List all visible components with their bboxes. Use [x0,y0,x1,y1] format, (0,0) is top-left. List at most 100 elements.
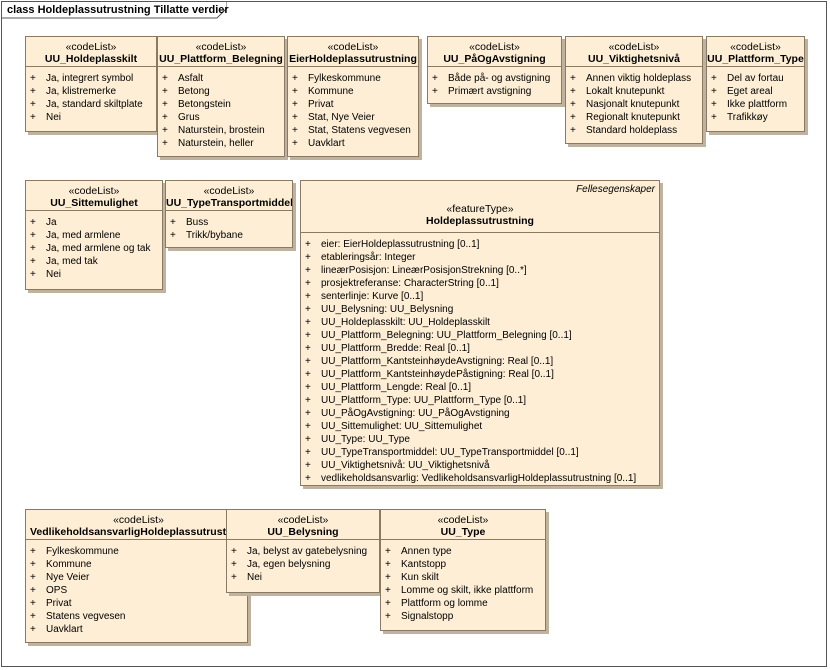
public-visibility-icon: + [30,73,36,84]
codelist-uu-holdeplasskilt[interactable]: «codeList» UU_Holdeplasskilt +Ja, integr… [25,36,157,132]
codelist-uu-paaogavstigning[interactable]: «codeList» UU_PåOgAvstigning +Både på- o… [427,36,562,104]
class-header: «codeList» EierHoldeplassutrustning [288,37,418,67]
public-visibility-icon: + [305,382,311,393]
codelist-values: +Ja, integrert symbol+Ja, klistremerke+J… [26,67,156,124]
value-text: Ja, med armlene og tak [46,243,151,254]
value-text: Annen viktig holdeplass [586,73,692,84]
value-text: Asfalt [178,73,204,84]
class-name: UU_Type [440,526,486,538]
codelist-values: +Annen viktig holdeplass+Lokalt knutepun… [566,67,702,137]
codelist-value: +Betongstein [158,98,284,111]
codelist-value: +Plattform og lomme [381,597,545,610]
attribute-text: UU_Type: UU_Type [321,434,410,445]
value-text: Privat [308,99,334,110]
codelist-value: +Standard holdeplass [566,124,702,137]
attribute-list: + eier: EierHoldeplassutrustning [0..1] + e… [301,233,659,485]
codelist-value: +Stat, Statens vegvesen [288,124,418,137]
codelist-uu-belysning[interactable]: «codeList» UU_Belysning +Ja, belyst av g… [226,509,380,593]
codelist-value: +Nei [26,268,162,281]
codelist-values: +Fylkeskommune+Kommune+Nye Veier+OPS+Pri… [26,540,247,636]
public-visibility-icon: + [711,73,717,84]
attribute-text: prosjektreferanse: CharacterString [0..1… [321,278,499,289]
codelist-uu-plattform-belegning[interactable]: «codeList» UU_Plattform_Belegning +Asfal… [157,36,285,157]
public-visibility-icon: + [30,611,36,622]
codelist-value: +Kun skilt [381,571,545,584]
public-visibility-icon: + [30,559,36,570]
attribute-item: +vedlikeholdsansvarlig: Vedlikeholdsansv… [301,472,659,485]
codelist-uu-typetransportmiddel[interactable]: «codeList» UU_TypeTransportmiddel +Buss+… [165,180,293,248]
public-visibility-icon: + [711,99,717,110]
attribute-text: UU_Sittemulighet: UU_Sittemulighet [321,421,483,432]
attribute-item: +UU_Plattform_Lengde: Real [0..1] [301,381,659,394]
value-text: Nasjonalt knutepunkt [586,99,680,110]
public-visibility-icon: + [170,217,176,228]
public-visibility-icon: + [30,585,36,596]
codelist-value: +Privat [26,597,247,610]
attribute-item: +UU_Type: UU_Type [301,433,659,446]
codelist-value: +Buss [166,216,292,229]
stereotype-label: «codeList» [608,41,660,53]
codelist-eierholdeplassutrustning[interactable]: «codeList» EierHoldeplassutrustning + Fyl… [287,36,419,157]
codelist-value: +Del av fortau [707,72,804,85]
codelist-value: +Ikke plattform [707,98,804,111]
class-name: UU_Plattform_Belegning [159,53,283,65]
class-name: EierHoldeplassutrustning [289,53,417,65]
public-visibility-icon: + [30,256,36,267]
value-text: Betong [178,86,210,97]
featuretype-holdeplassutrustning[interactable]: Fellesegenskaper «featureType» Holdeplas… [300,180,660,486]
public-visibility-icon: + [305,421,311,432]
public-visibility-icon: + [162,138,168,149]
public-visibility-icon: + [305,473,311,484]
codelist-values: + Ja, belyst av gatebelysning+Ja, egen be… [227,540,379,584]
public-visibility-icon: + [30,99,36,110]
attribute-text: senterlinje: Kurve [0..1] [321,291,424,302]
value-text: Betongstein [178,99,231,110]
value-text: Standard holdeplass [586,125,678,136]
value-text: Ja, klistremerke [46,86,117,97]
value-text: Kun skilt [401,572,439,583]
stereotype-label: «codeList» [277,514,329,526]
value-text: Ja, belyst av gatebelysning [247,546,368,557]
codelist-value: +Ja, klistremerke [26,85,156,98]
codelist-uu-viktighetsnivaa[interactable]: «codeList» UU_Viktighetsnivå +Annen vikt… [565,36,703,144]
diagram-frame-tab: class Holdeplassutrustning Tillatte verd… [1,1,229,19]
codelist-value: +Fylkeskommune [26,545,247,558]
public-visibility-icon: + [711,112,717,123]
codelist-value: +Annen type [381,545,545,558]
codelist-uu-type[interactable]: «codeList» UU_Type +Annen type+Kantstopp… [380,509,546,631]
class-name: UU_PåOgAvstigning [443,53,546,65]
codelist-value: +Nasjonalt knutepunkt [566,98,702,111]
value-text: Fylkeskommune [308,73,381,84]
value-text: Eget areal [727,86,773,97]
attribute-item: +UU_Belysning: UU_Belysning [301,303,659,316]
value-text: Ja, med armlene [46,230,121,241]
public-visibility-icon: + [305,239,311,250]
codelist-value: + Betong [158,85,284,98]
public-visibility-icon: + [385,611,391,622]
public-visibility-icon: + [231,572,237,583]
codelist-value: +Trafikkøy [707,111,804,124]
attribute-text: etableringsår: Integer [321,252,416,263]
public-visibility-icon: + [292,73,298,84]
codelist-vedlikeholdsansvarlig[interactable]: «codeList» VedlikeholdsansvarligHoldepla… [25,509,248,643]
attribute-text: eier: EierHoldeplassutrustning [0..1] [321,239,480,250]
codelist-uu-plattform-type[interactable]: «codeList» UU_Plattform_Type +Del av for… [706,36,805,132]
codelist-value: +Ja, egen belysning [227,558,379,571]
public-visibility-icon: + [162,86,168,97]
class-name: UU_Plattform_Type [707,53,804,65]
class-header: «codeList» UU_Viktighetsnivå [566,37,702,67]
codelist-uu-sittemulighet[interactable]: «codeList» UU_Sittemulighet +Ja+Ja, med … [25,180,163,290]
value-text: Naturstein, heller [178,138,254,149]
value-text: Kommune [46,559,92,570]
value-text: Stat, Statens vegvesen [308,125,411,136]
value-text: Statens vegvesen [46,611,126,622]
attribute-item: +lineærPosisjon: LineærPosisjonStrekning… [301,264,659,277]
public-visibility-icon: + [305,330,311,341]
value-text: Nye Veier [46,572,90,583]
codelist-value: +Ja, med armlene [26,229,162,242]
public-visibility-icon: + [162,112,168,123]
codelist-value: +Nei [26,111,156,124]
attribute-item: +UU_Plattform_Bredde: Real [0..1] [301,342,659,355]
value-text: Privat [46,598,72,609]
codelist-value: +Ja, integrert symbol [26,72,156,85]
